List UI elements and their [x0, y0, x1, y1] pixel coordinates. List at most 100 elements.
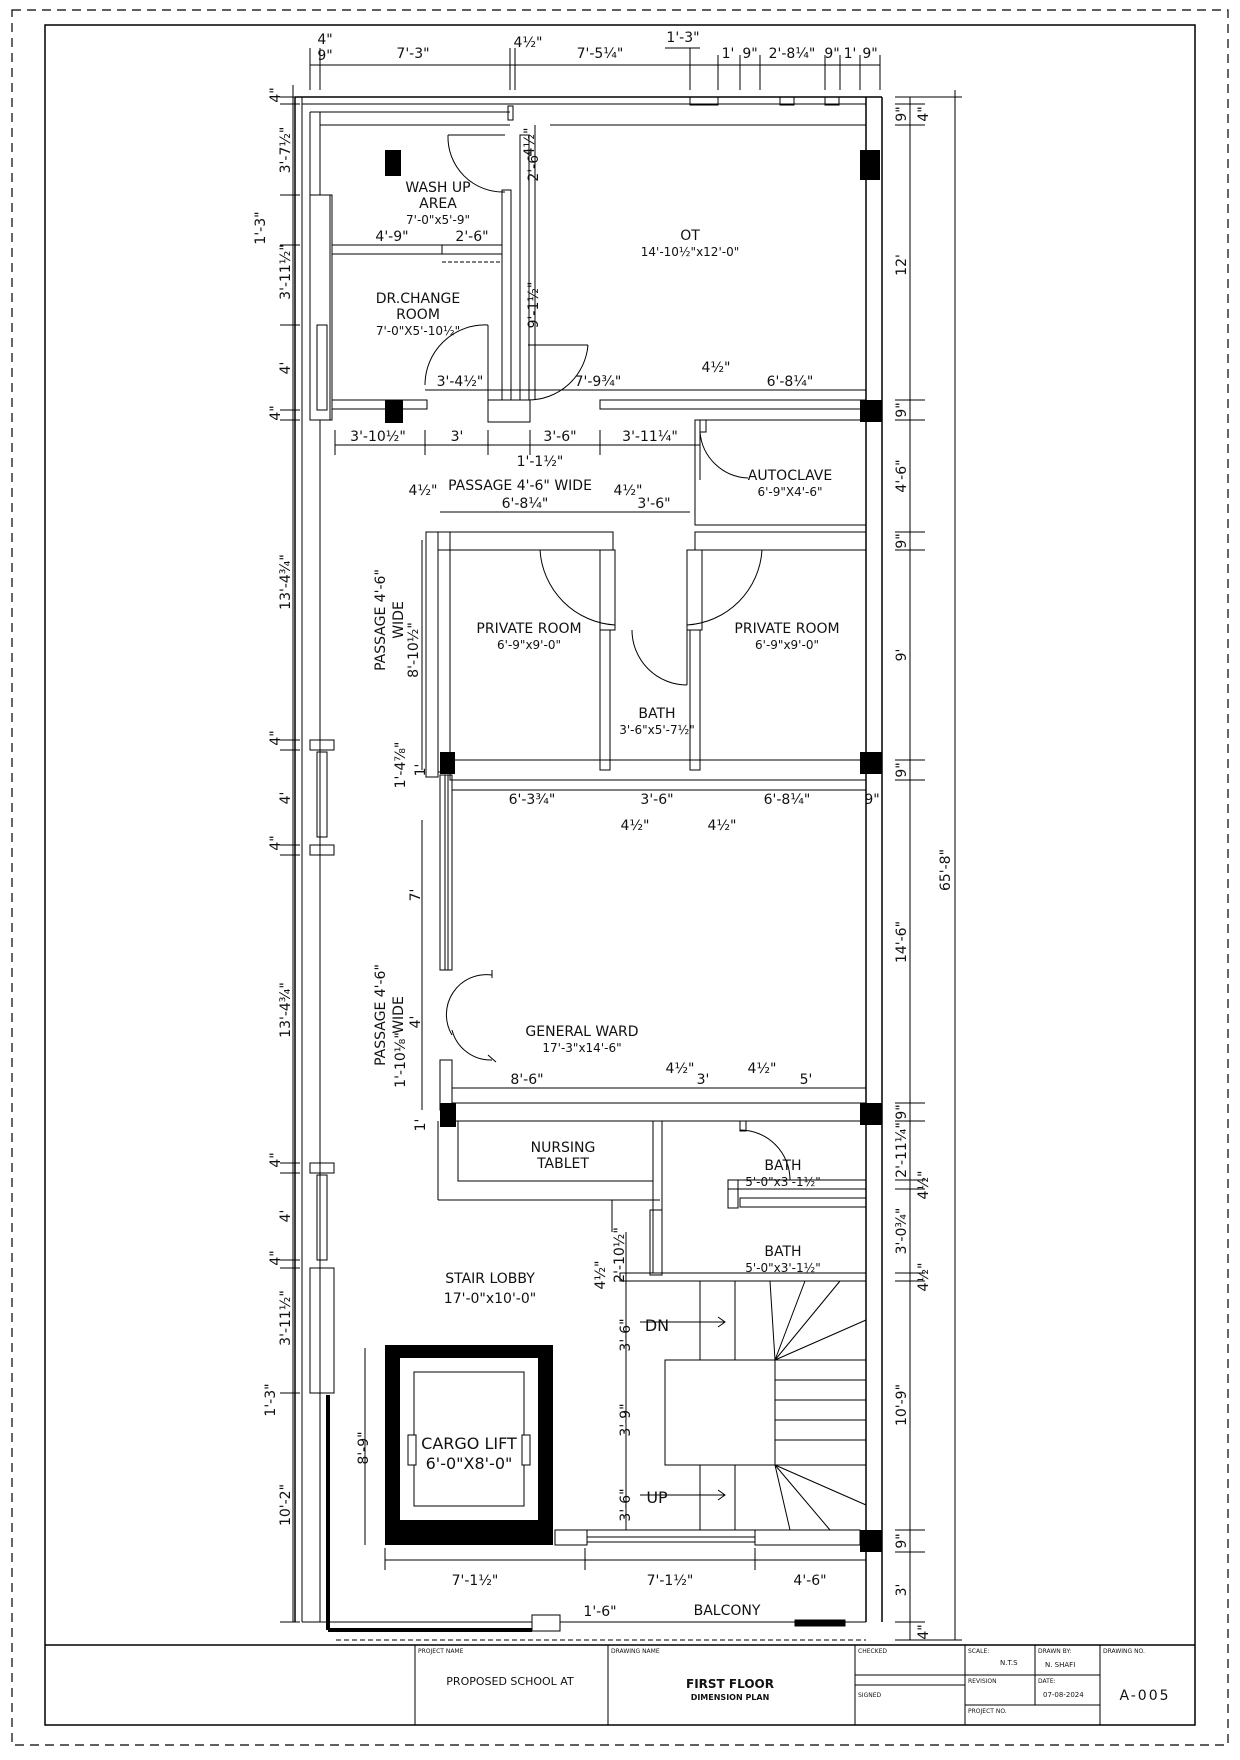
dim-text: 9" [864, 792, 879, 808]
dim-text: 7'-1½" [647, 1573, 694, 1589]
dim-text: 4½" [916, 1171, 932, 1200]
dim-text: 8'-9" [356, 1431, 372, 1464]
dim-text: 9" [894, 762, 910, 777]
title-block-text: PROJECT NAME PROPOSED SCHOOL AT DRAWING … [418, 1648, 1170, 1715]
dr-change-label: DR.CHANGE [376, 291, 461, 307]
dim-text: 4' [278, 792, 294, 805]
interior-dimension-lines [334, 125, 867, 1570]
dim-text: 1'-3" [263, 1383, 279, 1416]
dim-text: 4'-6" [894, 459, 910, 492]
wash-up-size: 7'-0"x5'-9" [406, 213, 470, 227]
dim-text: 9" [317, 48, 332, 64]
dim-text: 1'-10⅛" [393, 1032, 409, 1088]
dim-text: 9" [862, 46, 877, 62]
dim-text: 7'-1½" [452, 1573, 499, 1589]
dim-text: 4½" [522, 128, 538, 157]
dim-text: 3' [451, 429, 464, 445]
dim-text: 10'-2" [278, 1484, 294, 1526]
dim-text: 3'-6" [640, 792, 673, 808]
bath-1-size: 5'-0"x3'-1½" [745, 1175, 821, 1189]
dim-text: 2'-6" [455, 229, 488, 245]
nursing-label: TABLET [536, 1156, 589, 1172]
interior-dimension-text: 4'-9" 2'-6" 2'-6" 4½" 9'-1½" 3'-4½" 7'-9… [350, 128, 880, 1620]
drawing-number: A-005 [1119, 1688, 1170, 1704]
autoclave-label: AUTOCLAVE [748, 468, 832, 484]
dim-text: 13'-4¾" [278, 982, 294, 1038]
building-outline [294, 96, 883, 1641]
dim-text: 3'-6" [543, 429, 576, 445]
dim-text: 4½" [409, 483, 438, 499]
dim-text: 3'-0¾" [894, 1208, 910, 1255]
staircase [554, 1280, 867, 1546]
date-value: 07-08-2024 [1043, 1691, 1084, 1699]
right-dimension-text: 9" 4" 12' 9" 4'-6" 9" 9' 9" 14'-6" 9" 2'… [894, 106, 954, 1639]
top-dimension-lines [309, 47, 881, 90]
nursing-label: NURSING [531, 1140, 596, 1156]
dim-text: 4½" [514, 35, 543, 51]
dim-text: 7' [408, 889, 424, 902]
drawing-name: FIRST FLOOR [686, 1677, 774, 1691]
dim-text: 3'-11¼" [622, 429, 678, 445]
dim-text: 14'-6" [894, 921, 910, 963]
private-room-right-size: 6'-9"x9'-0" [755, 638, 819, 652]
bath-mid-label: BATH [638, 706, 675, 722]
wash-basin-block [385, 150, 401, 176]
dim-text: 4½" [916, 1263, 932, 1292]
left-dimension-text: 4" 3'-7½" 1'-3" 3'-11½" 4' 4" 13'-4¾" 4"… [253, 87, 294, 1526]
dim-text: 6'-3¾" [509, 792, 556, 808]
door-swings-top [424, 134, 749, 479]
dim-text: 2'-8¼" [769, 46, 816, 62]
dim-text: 1' [722, 46, 735, 62]
passage-side-label: WIDE [391, 996, 407, 1034]
dim-text: 1' [844, 46, 857, 62]
dim-text: 4" [268, 87, 284, 102]
dim-text: 4½" [614, 483, 643, 499]
dim-text: 3'-11½" [278, 1290, 294, 1346]
dim-text: 9" [894, 402, 910, 417]
dim-text: 2'-11¼" [894, 1122, 910, 1178]
dr-change-size: 7'-0"X5'-10½" [376, 324, 460, 338]
dim-text: 2'-6" [526, 148, 542, 181]
passage-side-label: PASSAGE 4'-6" [373, 964, 389, 1066]
dim-text: 3' [894, 1584, 910, 1597]
dim-text: 3'-6" [618, 1318, 634, 1351]
outer-dashed-border [11, 9, 1229, 1746]
autoclave-size: 6'-9"X4'-6" [757, 485, 822, 499]
dim-text: 4' [408, 1016, 424, 1029]
dim-text: 4" [268, 1250, 284, 1265]
room-labels: WASH UP AREA 7'-0"x5'-9" OT 14'-10½"x12'… [373, 180, 840, 1619]
drawing-frame [44, 24, 1196, 1726]
cargo-lift-size: 6'-0"X8'-0" [426, 1454, 513, 1473]
dim-text: 4" [268, 835, 284, 850]
ot-label: OT [680, 228, 700, 244]
column-block [860, 150, 880, 180]
dim-text: 3'-7½" [278, 127, 294, 174]
dim-text: 12' [894, 254, 910, 276]
passage-side-label: WIDE [391, 601, 407, 639]
dim-text: 3'-10½" [350, 429, 406, 445]
general-ward-walls [439, 774, 867, 1122]
dim-text: 3' [697, 1072, 710, 1088]
column-block [440, 752, 455, 774]
checked-label: CHECKED [858, 1648, 887, 1655]
dim-text: 2'-10½" [612, 1227, 628, 1283]
overall-dim-text: 65'-8" [938, 849, 954, 891]
passage-side-label: PASSAGE 4'-6" [373, 569, 389, 671]
dim-text: 9' [894, 649, 910, 662]
cargo-lift-label: CARGO LIFT [421, 1434, 517, 1453]
bath-1-label: BATH [764, 1158, 801, 1174]
balcony-label: BALCONY [694, 1603, 761, 1619]
dim-text: 4'-6" [793, 1573, 826, 1589]
column-block [385, 400, 403, 423]
project-name-label: PROJECT NAME [418, 1648, 464, 1655]
top-rooms-walls [331, 105, 867, 526]
top-dimension-text: 4" 9" 7'-3" 4½" 7'-5¼" 1'-3" 1' 9" 2'-8¼… [317, 30, 877, 64]
column-block [860, 1103, 882, 1125]
dim-text: 4½" [593, 1261, 609, 1290]
dim-text: 7'-5¼" [577, 46, 624, 62]
drawn-by-value: N. SHAFI [1045, 1661, 1075, 1669]
dr-change-label: ROOM [396, 307, 440, 323]
dim-text: 3'-6" [637, 496, 670, 512]
dim-text: 4" [916, 106, 932, 121]
